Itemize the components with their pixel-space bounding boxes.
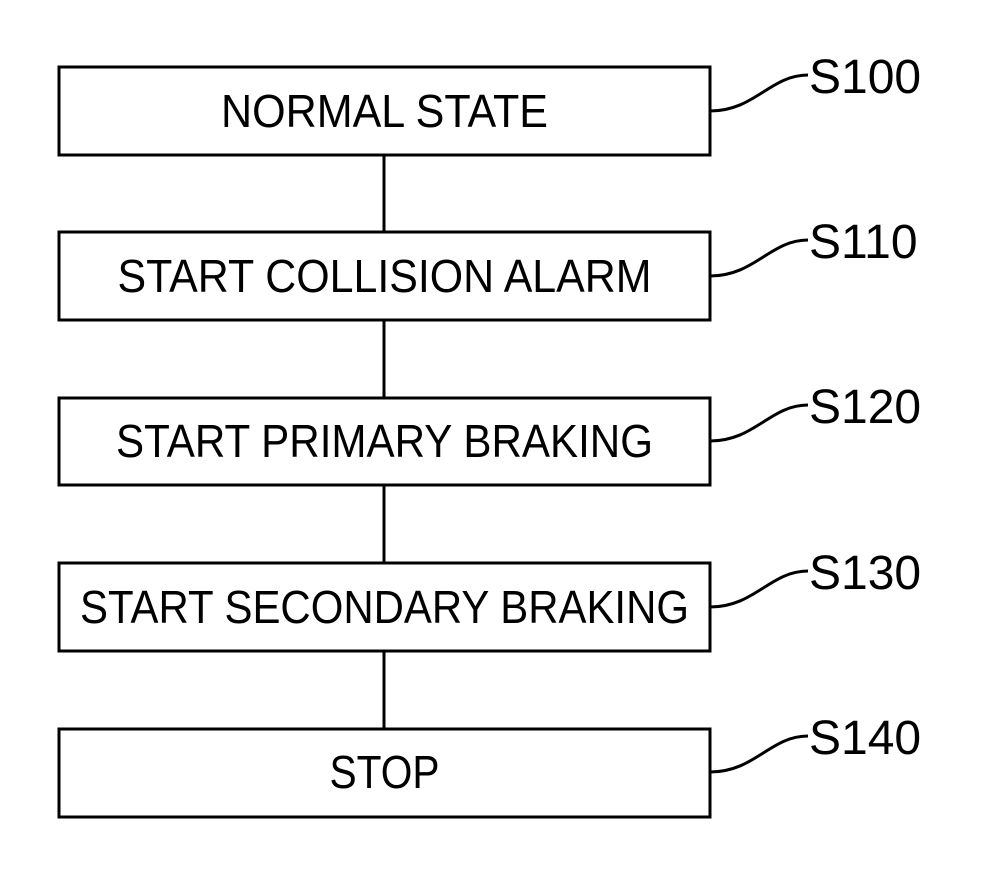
step-leader-line	[710, 75, 808, 111]
step-id-label: S100	[809, 51, 921, 104]
step-label: STOP	[330, 746, 440, 798]
step-id-label: S110	[809, 216, 918, 269]
step-s110: START COLLISION ALARM S110	[59, 216, 918, 320]
step-label: START PRIMARY BRAKING	[116, 415, 653, 467]
step-label: START SECONDARY BRAKING	[80, 581, 689, 633]
step-s140: STOP S140	[59, 712, 921, 817]
step-leader-line	[710, 571, 808, 607]
step-label: START COLLISION ALARM	[118, 250, 652, 302]
step-id-label: S130	[809, 547, 921, 600]
step-s100: NORMAL STATE S100	[59, 51, 921, 155]
step-leader-line	[710, 240, 808, 276]
step-label: NORMAL STATE	[221, 85, 548, 137]
step-s130: START SECONDARY BRAKING S130	[59, 547, 921, 651]
step-s120: START PRIMARY BRAKING S120	[59, 381, 921, 485]
step-leader-line	[710, 405, 808, 441]
step-id-label: S140	[809, 712, 921, 765]
step-id-label: S120	[809, 381, 921, 434]
step-leader-line	[710, 736, 808, 772]
